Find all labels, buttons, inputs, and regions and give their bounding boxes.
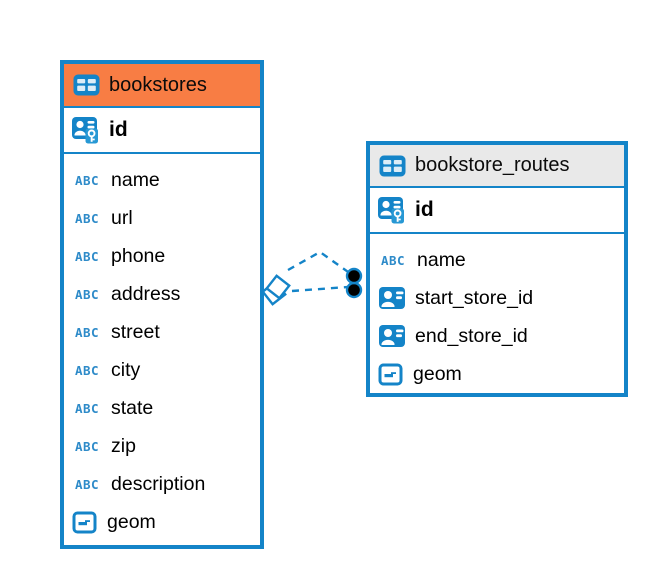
column-name-pk: id	[415, 198, 434, 221]
relationship-connector[interactable]	[254, 240, 379, 310]
column-row[interactable]: ABC address	[64, 275, 260, 313]
column-row[interactable]: start_store_id	[370, 279, 624, 317]
table-bookstores-columns: ABC name ABC url ABC phone ABC address A…	[64, 154, 260, 547]
column-row[interactable]: ABC name	[64, 161, 260, 199]
reference-column-icon	[378, 286, 406, 310]
column-row[interactable]: ABC description	[64, 465, 260, 503]
column-row[interactable]: ABC city	[64, 351, 260, 389]
column-name: address	[111, 282, 181, 305]
column-name: end_store_id	[415, 324, 528, 347]
primary-key-icon	[71, 116, 101, 144]
column-row[interactable]: end_store_id	[370, 317, 624, 355]
column-row-pk[interactable]: id	[370, 188, 624, 234]
column-row[interactable]: geom	[370, 355, 624, 393]
text-column-icon: ABC	[74, 438, 100, 454]
column-name: state	[111, 396, 154, 419]
column-name-pk: id	[109, 118, 128, 141]
column-row[interactable]: ABC zip	[64, 427, 260, 465]
relationship-line-lower[interactable]	[291, 285, 349, 293]
table-bookstores[interactable]: bookstores id ABC na	[60, 60, 264, 549]
column-name: name	[417, 248, 466, 271]
column-name: geom	[413, 362, 462, 385]
table-bookstore-routes[interactable]: bookstore_routes id ABC	[366, 141, 628, 397]
geometry-column-icon	[72, 511, 98, 534]
primary-key-icon	[377, 196, 407, 224]
relationship-line-upper[interactable]	[287, 250, 352, 275]
text-column-icon: ABC	[380, 252, 406, 268]
table-title: bookstores	[109, 73, 207, 96]
column-name: city	[111, 358, 141, 381]
text-column-icon: ABC	[74, 286, 100, 302]
column-row[interactable]: ABC name	[370, 241, 624, 279]
table-icon	[379, 155, 406, 177]
column-name: name	[111, 168, 160, 191]
column-name: geom	[107, 510, 156, 533]
geometry-column-icon	[378, 363, 404, 386]
table-bookstore-routes-columns: ABC name start_store_id	[370, 234, 624, 399]
diamond-marker	[261, 274, 291, 306]
text-column-icon: ABC	[74, 248, 100, 264]
column-row[interactable]: geom	[64, 503, 260, 541]
text-column-icon: ABC	[74, 400, 100, 416]
text-column-icon: ABC	[74, 210, 100, 226]
column-row[interactable]: ABC state	[64, 389, 260, 427]
table-bookstore-routes-header[interactable]: bookstore_routes	[370, 145, 624, 188]
table-icon	[73, 74, 100, 96]
table-title: bookstore_routes	[415, 154, 570, 176]
table-bookstores-header[interactable]: bookstores	[64, 64, 260, 108]
text-column-icon: ABC	[74, 476, 100, 492]
column-name: url	[111, 206, 133, 229]
dot-marker	[345, 267, 363, 299]
text-column-icon: ABC	[74, 362, 100, 378]
column-row-pk[interactable]: id	[64, 108, 260, 154]
column-row[interactable]: ABC phone	[64, 237, 260, 275]
text-column-icon: ABC	[74, 324, 100, 340]
column-name: phone	[111, 244, 166, 267]
column-name: start_store_id	[415, 286, 534, 309]
column-name: zip	[111, 434, 136, 457]
reference-column-icon	[378, 324, 406, 348]
column-name: street	[111, 320, 160, 343]
column-row[interactable]: ABC street	[64, 313, 260, 351]
text-column-icon: ABC	[74, 172, 100, 188]
column-name: description	[111, 472, 206, 495]
column-row[interactable]: ABC url	[64, 199, 260, 237]
